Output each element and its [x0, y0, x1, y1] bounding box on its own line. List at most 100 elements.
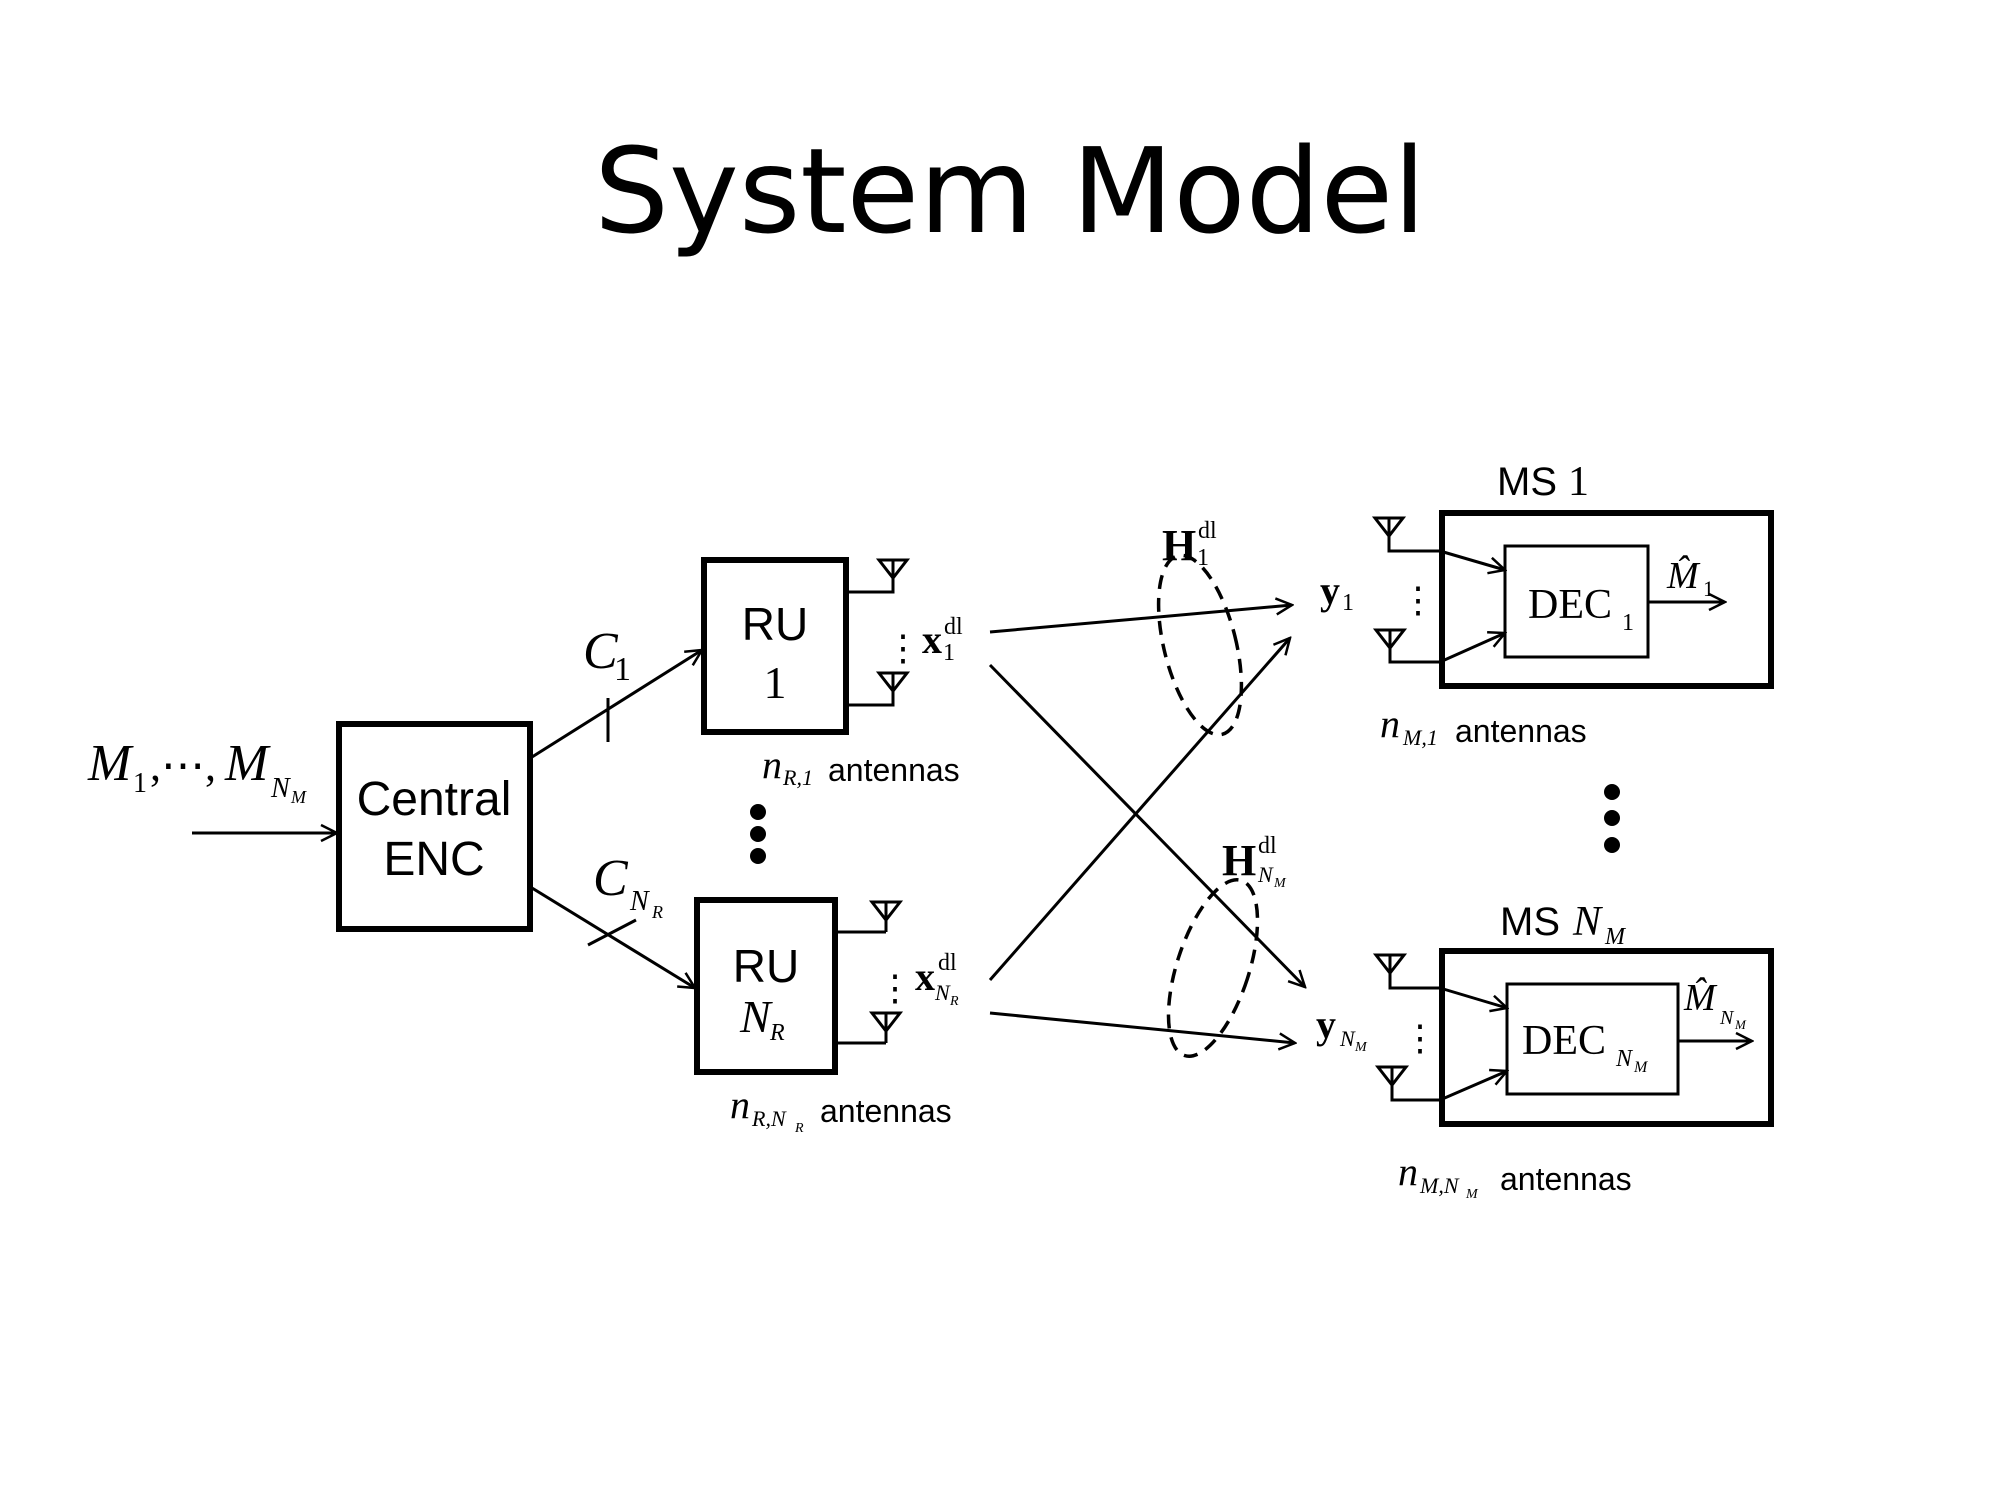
- channel-hn-ellipse: [1166, 878, 1260, 1058]
- svg-text:M: M: [1273, 876, 1287, 891]
- svg-text:N: N: [1257, 862, 1274, 887]
- ms1-title: MS 1: [1497, 459, 1589, 505]
- ru-ellipsis: [750, 804, 766, 864]
- fronthaul-link-n: [531, 886, 695, 988]
- svg-text:x: x: [915, 954, 935, 999]
- slide-title: System Model: [594, 122, 1426, 260]
- svg-text:n: n: [730, 1082, 750, 1127]
- radio-unit-1-block[interactable]: RU 1: [701, 557, 849, 735]
- svg-text:H: H: [1162, 521, 1196, 570]
- svg-text:M,1: M,1: [1402, 725, 1438, 750]
- msn-output-label: M̂ N M: [1683, 977, 1747, 1032]
- svg-text:M: M: [224, 735, 271, 792]
- svg-text:N: N: [1615, 1046, 1634, 1072]
- ms1-antennas-caption: n M,1 antennas: [1380, 701, 1587, 750]
- svg-text:dl: dl: [938, 950, 957, 976]
- msn-title: MS N M: [1500, 899, 1627, 950]
- svg-text:R,1: R,1: [782, 765, 813, 790]
- ms1-output-label: M̂ 1: [1666, 555, 1714, 601]
- svg-text:antennas: antennas: [820, 1093, 952, 1129]
- run-label-line2: N: [739, 991, 773, 1042]
- svg-text:1: 1: [1622, 610, 1634, 636]
- ru1-antenna-array: ⋮: [847, 558, 921, 707]
- svg-text:⋮: ⋮: [877, 968, 913, 1008]
- input-messages-label: M 1 ,⋯, M N M: [87, 735, 307, 807]
- capacity-tick-n: [587, 918, 637, 947]
- svg-text:⋮: ⋮: [1402, 1018, 1438, 1058]
- channel-hn-label: H dl N M: [1222, 833, 1287, 891]
- msn-antennas-caption: n M,N M antennas: [1398, 1149, 1632, 1202]
- svg-text:1: 1: [1703, 576, 1714, 601]
- svg-text:x: x: [922, 617, 942, 662]
- svg-text:H: H: [1222, 836, 1256, 885]
- svg-text:n: n: [762, 742, 782, 787]
- ms-ellipsis: [1604, 784, 1620, 853]
- svg-text:M: M: [1354, 1040, 1368, 1055]
- svg-text:R,N: R,N: [751, 1106, 787, 1131]
- antenna-icon: [877, 671, 909, 705]
- msn-decoder-input-2: [1439, 1071, 1507, 1102]
- channel-arrow-ru1-ms1: [989, 605, 1292, 634]
- central-encoder-block[interactable]: Central ENC: [336, 721, 533, 932]
- svg-text:C: C: [583, 623, 619, 680]
- svg-text:MS: MS: [1500, 900, 1560, 944]
- svg-text:R: R: [769, 1020, 785, 1046]
- channel-h1-label: H dl 1: [1162, 518, 1217, 571]
- antenna-icon: [1376, 1065, 1408, 1099]
- fronthaul-link-1: [531, 650, 702, 759]
- svg-text:1: 1: [1197, 545, 1209, 571]
- svg-text:1: 1: [943, 640, 955, 666]
- channel-arrow-ru1-msn: [988, 663, 1305, 987]
- svg-text:dl: dl: [944, 614, 963, 640]
- svg-text:1: 1: [614, 651, 631, 688]
- svg-text:,⋯,: ,⋯,: [150, 741, 216, 790]
- ru1-label-line1: RU: [742, 598, 808, 650]
- run-antenna-array: ⋮: [837, 900, 913, 1045]
- svg-text:N: N: [934, 980, 951, 1005]
- mobile-station-n-block[interactable]: DEC N M: [1439, 948, 1774, 1127]
- svg-text:1: 1: [1568, 459, 1589, 505]
- svg-text:antennas: antennas: [828, 752, 960, 788]
- ms1-decoder-input-1: [1439, 549, 1505, 570]
- channel-arrow-run-ms1: [988, 638, 1290, 981]
- svg-text:M: M: [1465, 1187, 1479, 1202]
- ms1-antenna-array: ⋮: [1373, 516, 1440, 664]
- svg-text:N: N: [1339, 1026, 1356, 1051]
- svg-text:M: M: [1734, 1017, 1747, 1032]
- decoder-1-label: DEC: [1528, 582, 1612, 628]
- svg-text:M̂: M̂: [1683, 977, 1718, 1019]
- svg-text:dl: dl: [1258, 833, 1277, 859]
- msn-signal-label: y N M: [1316, 1002, 1368, 1055]
- svg-text:1: 1: [1342, 590, 1354, 616]
- decoder-n-block[interactable]: [1505, 982, 1680, 1096]
- capacity-label-n: C N R: [593, 850, 663, 922]
- svg-text:y: y: [1320, 568, 1340, 613]
- mobile-station-1-block[interactable]: DEC 1: [1439, 510, 1774, 689]
- antenna-icon: [1373, 516, 1405, 550]
- svg-text:N: N: [1719, 1007, 1735, 1029]
- svg-text:MS: MS: [1497, 460, 1557, 504]
- antenna-icon: [1374, 628, 1406, 662]
- ru1-signal-label: x dl 1: [922, 614, 963, 666]
- capacity-label-1: C 1: [583, 623, 631, 688]
- ms1-decoder-input-2: [1439, 633, 1505, 664]
- svg-text:M: M: [1604, 924, 1627, 950]
- radio-unit-n-block[interactable]: RU N R: [694, 897, 838, 1075]
- svg-text:M: M: [290, 787, 307, 807]
- svg-text:n: n: [1398, 1149, 1418, 1194]
- run-antennas-caption: n R,N R antennas: [730, 1082, 952, 1136]
- svg-text:M̂: M̂: [1666, 555, 1701, 597]
- svg-text:dl: dl: [1198, 518, 1217, 544]
- run-signal-label: x dl N R: [915, 950, 959, 1009]
- svg-text:R: R: [794, 1121, 804, 1136]
- channel-h1-ellipse: [1156, 553, 1244, 737]
- svg-text:n: n: [1380, 701, 1400, 746]
- decoder-n-label: DEC: [1522, 1018, 1606, 1064]
- antenna-icon: [1374, 953, 1406, 987]
- svg-text:M: M: [1633, 1059, 1649, 1076]
- svg-text:M,N: M,N: [1419, 1173, 1460, 1198]
- encoder-label-line1: Central: [357, 773, 512, 826]
- svg-text:⋮: ⋮: [885, 628, 921, 668]
- svg-text:N: N: [629, 886, 650, 917]
- msn-decoder-input-1: [1439, 986, 1507, 1008]
